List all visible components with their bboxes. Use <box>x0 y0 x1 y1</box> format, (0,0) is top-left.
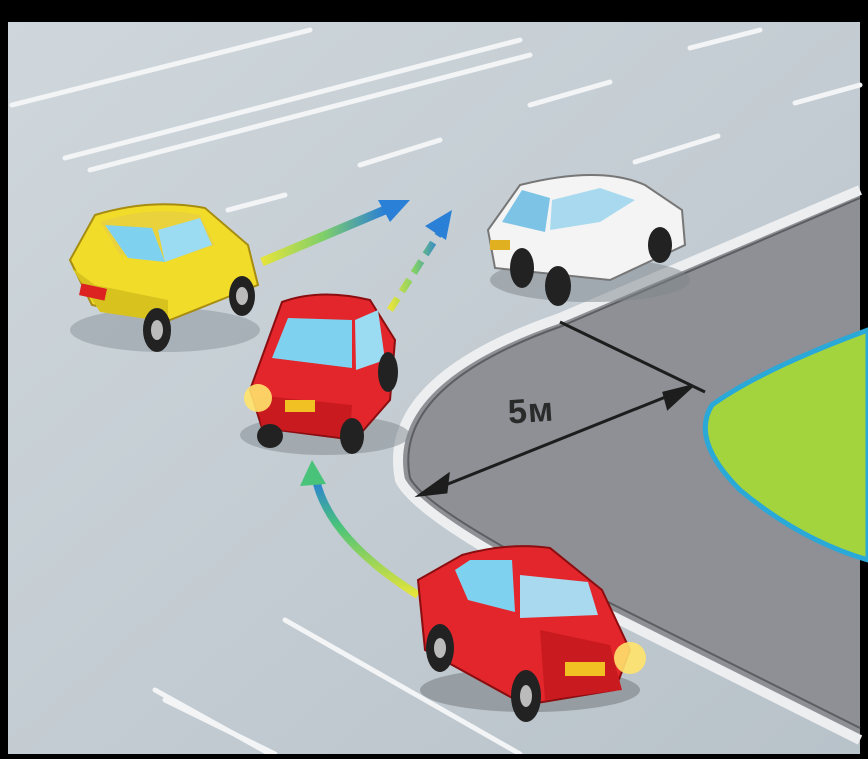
distance-label: 5м <box>507 390 556 432</box>
white-car-parked <box>488 175 690 306</box>
